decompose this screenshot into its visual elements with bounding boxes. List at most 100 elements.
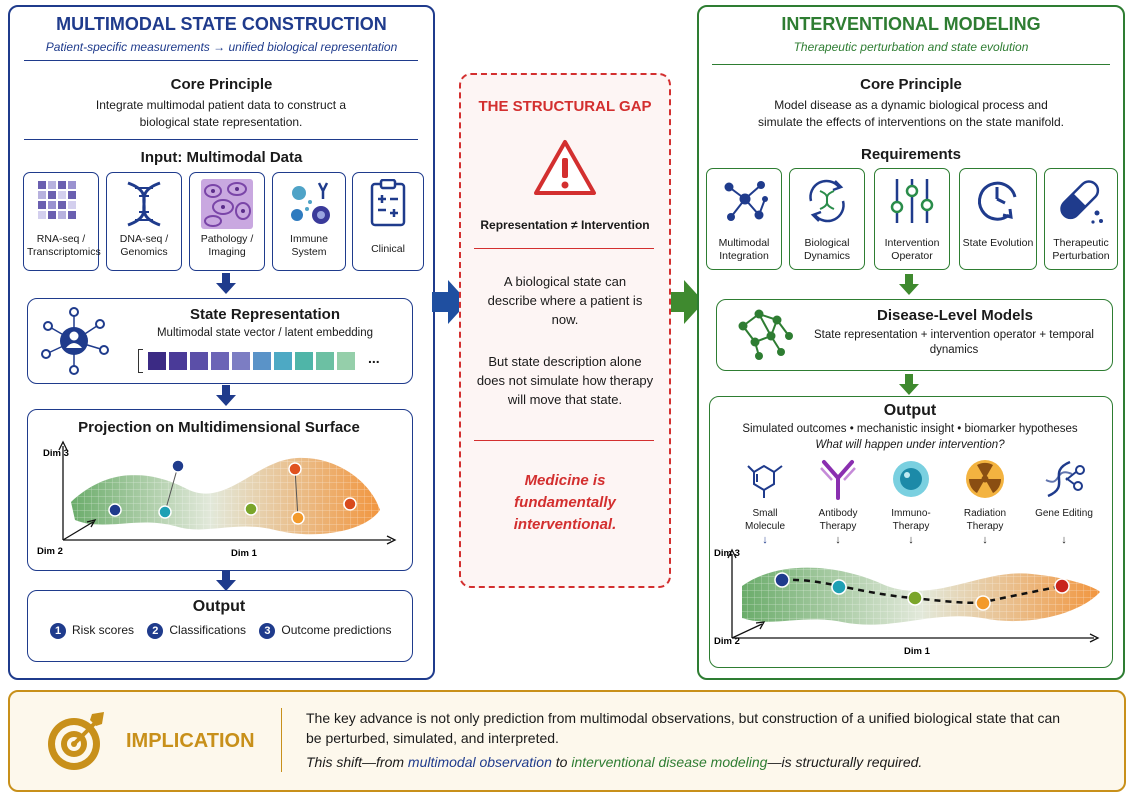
disease-models-box bbox=[716, 299, 1113, 371]
req-label-integration: Multimodal Integration bbox=[718, 237, 770, 262]
requirements-heading: Requirements bbox=[860, 146, 962, 163]
state-text: Multimodal state vector / latent embeddi… bbox=[156, 327, 374, 339]
therapy-arrow-5: ↓ bbox=[1061, 534, 1067, 546]
input-heading: Input: Multimodal Data bbox=[140, 149, 303, 166]
trajectory-axes bbox=[727, 548, 1100, 643]
therapy-arrow-4: ↓ bbox=[982, 534, 988, 546]
embedding-cell bbox=[337, 352, 355, 370]
therapy-label-gene-editing: Gene Editing bbox=[1035, 508, 1093, 519]
implication-shift: This shift—from multimodal observation t… bbox=[306, 752, 1106, 772]
input-label-immune: Immune System bbox=[290, 233, 328, 258]
implication-banner bbox=[8, 690, 1126, 792]
left-output-heading: Output bbox=[192, 598, 246, 615]
traj-axis-dim3-label: Dim 3 bbox=[714, 548, 740, 559]
req-card-integration: Multimodal Integration bbox=[706, 168, 782, 270]
therapy-label-small-molecule: Small Molecule bbox=[744, 508, 786, 532]
capsule-icon bbox=[1060, 180, 1103, 224]
axis-dim2-label: Dim 2 bbox=[37, 546, 63, 557]
warning-icon bbox=[534, 140, 596, 195]
req-card-operator: Intervention Operator bbox=[874, 168, 950, 270]
embedding-cell bbox=[316, 352, 334, 370]
projection-axes bbox=[58, 440, 397, 545]
req-label-dynamics: Biological Dynamics bbox=[803, 237, 851, 262]
models-text: State representation + intervention oper… bbox=[813, 329, 1094, 356]
gap-conclusion: Medicine is fundamentally interventional… bbox=[513, 472, 617, 533]
right-output-question: What will happen under intervention? bbox=[815, 439, 1005, 451]
immune-icon bbox=[291, 182, 330, 224]
left-title-divider bbox=[24, 60, 418, 61]
gap-relation: Representation ≠ Intervention bbox=[480, 218, 650, 232]
left-core-divider bbox=[24, 139, 418, 140]
right-arrow-blue bbox=[432, 280, 468, 324]
green-down-arrow-1 bbox=[899, 274, 919, 295]
axis-dim1-label: Dim 1 bbox=[231, 548, 258, 559]
left-panel-title: MULTIMODAL STATE CONSTRUCTION bbox=[56, 14, 387, 34]
input-label-dna: DNA-seq / Genomics bbox=[119, 233, 169, 258]
therapy-label-immuno: Immuno-Therapy bbox=[891, 508, 931, 532]
embedding-vector bbox=[148, 352, 368, 370]
input-card-clinical: Clinical bbox=[352, 172, 424, 271]
traj-axis-dim2-label: Dim 2 bbox=[714, 636, 740, 647]
state-manifold-plot: Dim 3 Dim 2 Dim 1 bbox=[37, 440, 397, 559]
projection-heading: Projection on Multidimensional Surface bbox=[78, 419, 360, 436]
molecular-network-icon bbox=[738, 309, 793, 360]
right-panel-subtitle: Therapeutic perturbation and state evolu… bbox=[793, 40, 1029, 54]
input-card-pathology: Pathology / Imaging bbox=[189, 172, 265, 271]
network-person-icon bbox=[41, 307, 109, 375]
antibody-icon bbox=[820, 460, 856, 500]
left-panel-subtitle: Patient-specific measurements → unified … bbox=[45, 40, 398, 54]
right-output-heading: Output bbox=[883, 402, 937, 419]
req-label-operator: Intervention Operator bbox=[884, 237, 940, 262]
target-icon bbox=[48, 712, 104, 770]
traj-axis-dim1-label: Dim 1 bbox=[904, 646, 931, 657]
molecule-icon bbox=[747, 464, 783, 498]
req-card-perturbation: Therapeutic Perturbation bbox=[1044, 168, 1118, 270]
req-label-perturbation: Therapeutic Perturbation bbox=[1052, 237, 1110, 262]
heatmap-icon bbox=[38, 181, 76, 219]
embedding-bracket bbox=[138, 349, 143, 373]
state-heading: State Representation bbox=[189, 306, 341, 323]
tissue-icon bbox=[201, 179, 253, 229]
down-arrow-3 bbox=[216, 570, 236, 591]
gap-text-2: But state description alone does not sim… bbox=[476, 354, 654, 407]
clock-icon bbox=[978, 181, 1017, 221]
input-card-immune: Immune System bbox=[272, 172, 346, 271]
cell-icon bbox=[893, 461, 929, 497]
network-icon bbox=[724, 181, 768, 221]
embedding-cell bbox=[190, 352, 208, 370]
shift-green: interventional disease modeling bbox=[571, 754, 768, 770]
req-card-evolution: State Evolution bbox=[959, 168, 1037, 270]
gap-text-1: A biological state can describe where a … bbox=[487, 274, 643, 327]
therapy-arrow-3: ↓ bbox=[908, 534, 914, 546]
gap-title: THE STRUCTURAL GAP bbox=[478, 98, 652, 115]
axis-dim3-label: Dim 3 bbox=[43, 448, 69, 459]
embedding-cell bbox=[232, 352, 250, 370]
left-core-text: Integrate multimodal patient data to con… bbox=[95, 98, 347, 129]
left-output-box bbox=[27, 590, 413, 662]
embedding-cell bbox=[211, 352, 229, 370]
input-card-dna: DNA-seq / Genomics bbox=[106, 172, 182, 271]
embedding-cell bbox=[148, 352, 166, 370]
embedding-cell bbox=[169, 352, 187, 370]
clipboard-icon bbox=[370, 179, 406, 227]
embedding-cell bbox=[274, 352, 292, 370]
trajectory-manifold-plot: Dim 3 Dim 2 Dim 1 bbox=[714, 548, 1100, 657]
down-arrow-2 bbox=[216, 385, 236, 406]
left-core-heading: Core Principle bbox=[170, 76, 273, 93]
therapy-label-radiation: Radiation Therapy bbox=[963, 508, 1007, 532]
shift-blue: multimodal observation bbox=[407, 754, 552, 770]
input-label-pathology: Pathology / Imaging bbox=[200, 233, 254, 258]
implication-label: IMPLICATION bbox=[126, 730, 255, 752]
right-core-heading: Core Principle bbox=[860, 76, 962, 93]
embedding-ellipsis: ... bbox=[368, 350, 380, 366]
req-card-dynamics: Biological Dynamics bbox=[789, 168, 865, 270]
structural-gap-panel bbox=[459, 73, 671, 588]
embedding-cell bbox=[295, 352, 313, 370]
down-arrow-1 bbox=[216, 273, 236, 294]
gap-divider-2 bbox=[474, 440, 654, 441]
implication-divider bbox=[281, 708, 282, 772]
